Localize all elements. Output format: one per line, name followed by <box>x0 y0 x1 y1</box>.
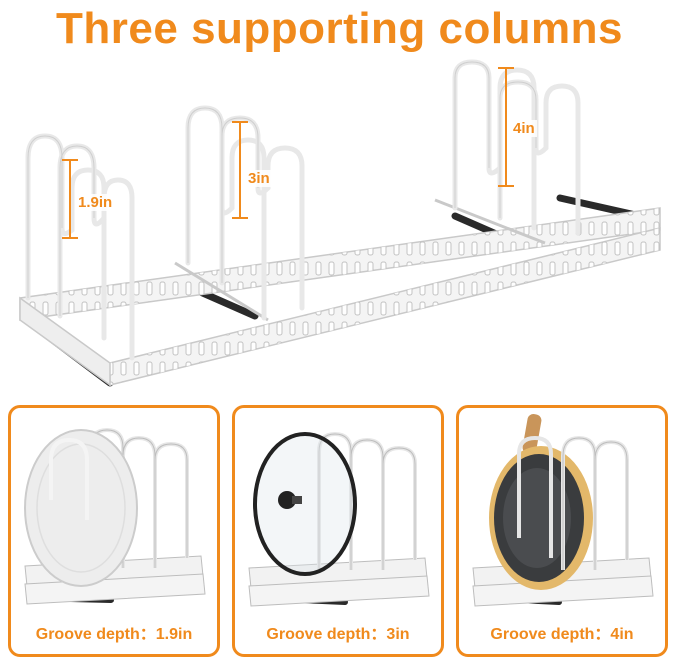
panel-frying-pan: Groove depth：4in <box>456 405 668 657</box>
page-title: Three supporting columns <box>56 4 623 53</box>
pan-rack-image <box>472 414 654 607</box>
pot-lid <box>253 432 357 576</box>
pan-handle <box>522 414 542 454</box>
rack-illustration <box>19 59 661 387</box>
caption-groove-depth-4: Groove depth：4in <box>490 626 634 643</box>
lid-knob <box>278 491 296 509</box>
dimension-markers <box>62 67 514 239</box>
panel-plate: Groove depth：1.9in <box>8 405 220 657</box>
caption-groove-depth-1-9: Groove depth：1.9in <box>35 626 193 643</box>
panel-pot-lid: Groove depth：3in <box>232 405 444 657</box>
dimension-label-middle: 3in <box>246 170 272 187</box>
lid-rack-image <box>248 431 430 607</box>
right-dividers-outline <box>454 61 537 218</box>
right-dividers <box>452 59 581 236</box>
rack-base <box>19 198 661 387</box>
left-dividers-outline <box>27 135 95 316</box>
dimension-label-left: 1.9in <box>76 194 115 211</box>
plate <box>24 429 138 587</box>
middle-dividers-outline <box>187 107 259 283</box>
dimension-label-right: 4in <box>511 120 537 137</box>
caption-groove-depth-3: Groove depth：3in <box>266 626 410 643</box>
plate-rack-image <box>24 427 206 605</box>
hero-rack-image: 1.9in 3in 4in <box>0 58 679 398</box>
